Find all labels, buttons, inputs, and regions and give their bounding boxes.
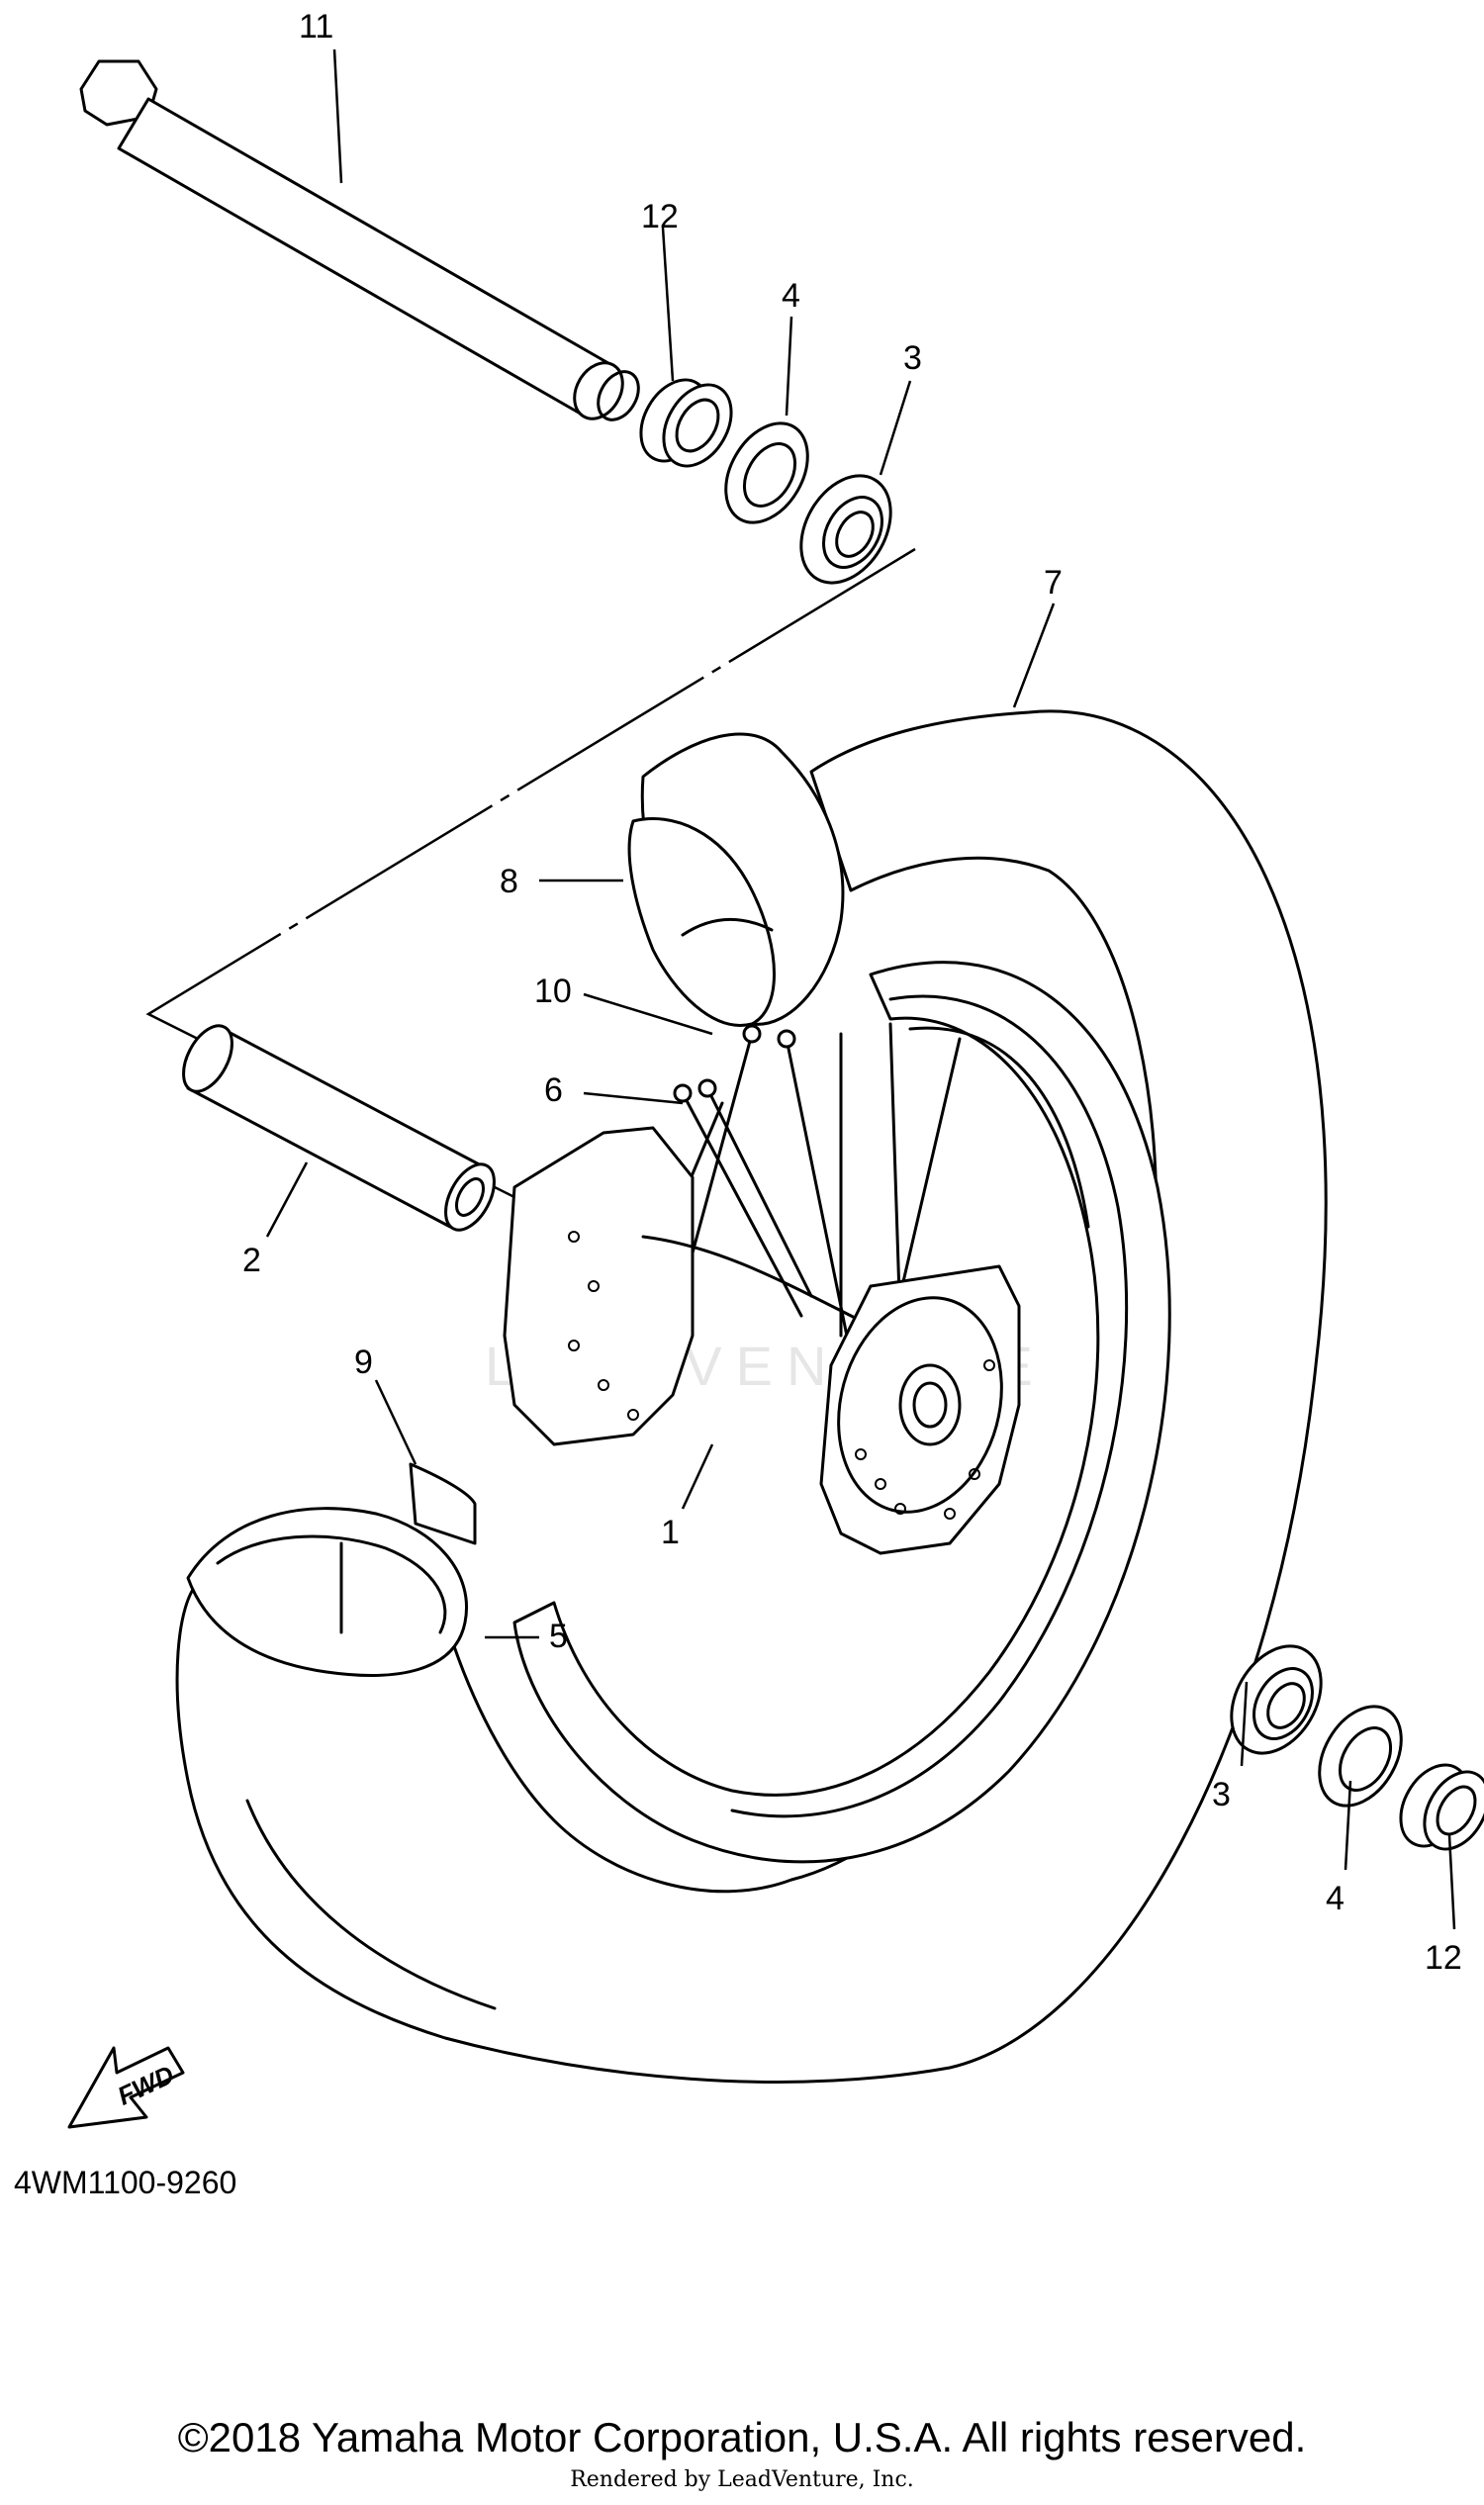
collar-2 (182, 1024, 496, 1232)
oil-seal-top (724, 421, 809, 524)
callout-4: 4 (782, 277, 800, 315)
leader-lines (265, 48, 1456, 1930)
callout-2: 2 (242, 1242, 261, 1279)
callout-6: 6 (544, 1071, 563, 1109)
callout-labels: 11 12 4 3 7 8 10 6 2 9 1 5 3 4 12 (242, 8, 1462, 1977)
callout-12: 12 (641, 198, 679, 235)
oil-seal-bottom (1318, 1705, 1403, 1808)
collar-top (639, 378, 733, 468)
callout-4-lower: 4 (1326, 1880, 1345, 1917)
callout-1: 1 (661, 1514, 680, 1551)
forward-arrow-icon: FWD (67, 2046, 185, 2129)
rendered-by-text: Rendered by LeadVenture, Inc. (570, 2467, 914, 2492)
callout-9: 9 (354, 1344, 373, 1381)
callout-7: 7 (1044, 564, 1063, 602)
tube-and-band (186, 1462, 477, 1677)
collar-bottom (1399, 1763, 1484, 1851)
bearing-bottom (1230, 1644, 1323, 1755)
bearing-top (799, 474, 892, 585)
hub (503, 1126, 1021, 1555)
callout-8: 8 (500, 863, 518, 900)
rim-band-top (627, 732, 845, 1027)
callout-3: 3 (903, 339, 922, 377)
callout-3-lower: 3 (1212, 1776, 1231, 1813)
callout-12-lower: 12 (1425, 1939, 1462, 1977)
callout-10: 10 (534, 973, 572, 1010)
callout-11: 11 (299, 8, 333, 46)
axle (79, 59, 640, 421)
part-code: 4WM1100-9260 (14, 2165, 237, 2200)
rim (512, 961, 1171, 1864)
copyright-text: ©2018 Yamaha Motor Corporation, U.S.A. A… (177, 2414, 1307, 2460)
callout-5: 5 (549, 1618, 568, 1655)
